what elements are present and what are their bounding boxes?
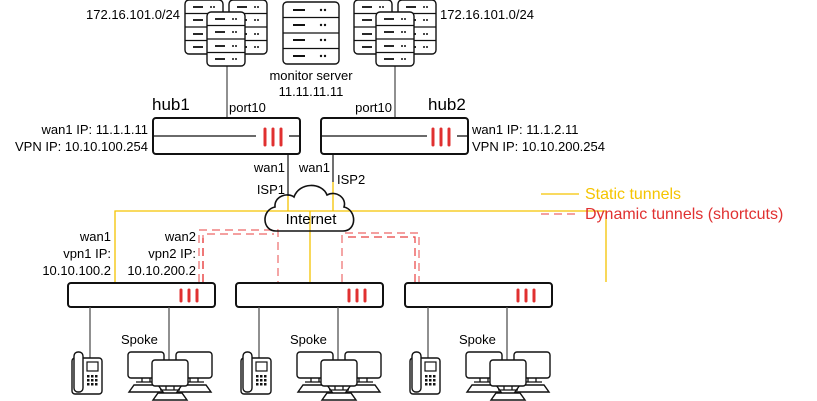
hub1-name: hub1 bbox=[152, 95, 190, 114]
internet-label: Internet bbox=[286, 211, 338, 228]
hub1-wan-ip: wan1 IP: 11.1.1.11 bbox=[41, 122, 148, 137]
spoke-3 bbox=[404, 282, 553, 400]
spoke-1 bbox=[67, 282, 216, 400]
computers-icon bbox=[128, 352, 212, 400]
hub2-isp-label: ISP2 bbox=[337, 172, 365, 187]
dynamic-tunnels bbox=[198, 229, 420, 282]
hub2-port-label: port10 bbox=[355, 100, 392, 115]
hub2-vpn-ip: VPN IP: 10.10.200.254 bbox=[472, 139, 605, 154]
phone-icon bbox=[409, 351, 441, 395]
spoke-2 bbox=[235, 282, 384, 400]
static-tunnels bbox=[114, 182, 607, 282]
computers-icon bbox=[297, 352, 381, 400]
legend-static-label: Static tunnels bbox=[585, 186, 681, 203]
spoke-vpn1-ip: 10.10.100.2 bbox=[42, 263, 111, 278]
hub1-port-label: port10 bbox=[229, 100, 266, 115]
spoke-wan1-label: wan1 bbox=[79, 229, 111, 244]
fortinet-logo-icon bbox=[179, 288, 199, 303]
subnet-right-label: 172.16.101.0/24 bbox=[440, 7, 534, 22]
hub1-vpn-ip: VPN IP: 10.10.100.254 bbox=[15, 139, 148, 154]
monitor-server-icon bbox=[282, 1, 340, 65]
spoke-wan2-label: wan2 bbox=[164, 229, 196, 244]
monitor-server-name: monitor server bbox=[269, 68, 353, 83]
fortinet-logo-icon bbox=[516, 288, 536, 303]
hub2-wan-ip: wan1 IP: 11.1.2.11 bbox=[471, 122, 578, 137]
phone-icon bbox=[71, 351, 103, 395]
spoke-vpn2-ip: 10.10.200.2 bbox=[127, 263, 196, 278]
hub1-wan-label: wan1 bbox=[253, 160, 285, 175]
hub1-device bbox=[152, 117, 301, 155]
spoke-vpn1-label: vpn1 IP: bbox=[63, 246, 111, 261]
spoke-1-label: Spoke bbox=[121, 332, 158, 347]
legend: Static tunnels Dynamic tunnels (shortcut… bbox=[541, 186, 783, 223]
fortinet-logo-icon bbox=[431, 127, 451, 147]
hub2-wan-label: wan1 bbox=[298, 160, 330, 175]
hub1-isp-label: ISP1 bbox=[257, 182, 285, 197]
spoke-2-label: Spoke bbox=[290, 332, 327, 347]
hub2-name: hub2 bbox=[428, 95, 466, 114]
fortinet-logo-icon bbox=[347, 288, 367, 303]
internet-cloud-icon bbox=[264, 184, 355, 232]
spoke-vpn2-label: vpn2 IP: bbox=[148, 246, 196, 261]
legend-dynamic-label: Dynamic tunnels (shortcuts) bbox=[585, 206, 783, 223]
monitor-server-ip: 11.11.11.11 bbox=[279, 84, 344, 99]
phone-icon bbox=[240, 351, 272, 395]
spoke-3-label: Spoke bbox=[459, 332, 496, 347]
fortinet-logo-icon bbox=[263, 127, 283, 147]
hub2-device bbox=[320, 117, 469, 155]
server-cluster-right-icon bbox=[353, 0, 437, 67]
computers-icon bbox=[466, 352, 550, 400]
subnet-left-label: 172.16.101.0/24 bbox=[86, 7, 180, 22]
server-cluster-left-icon bbox=[184, 0, 268, 67]
